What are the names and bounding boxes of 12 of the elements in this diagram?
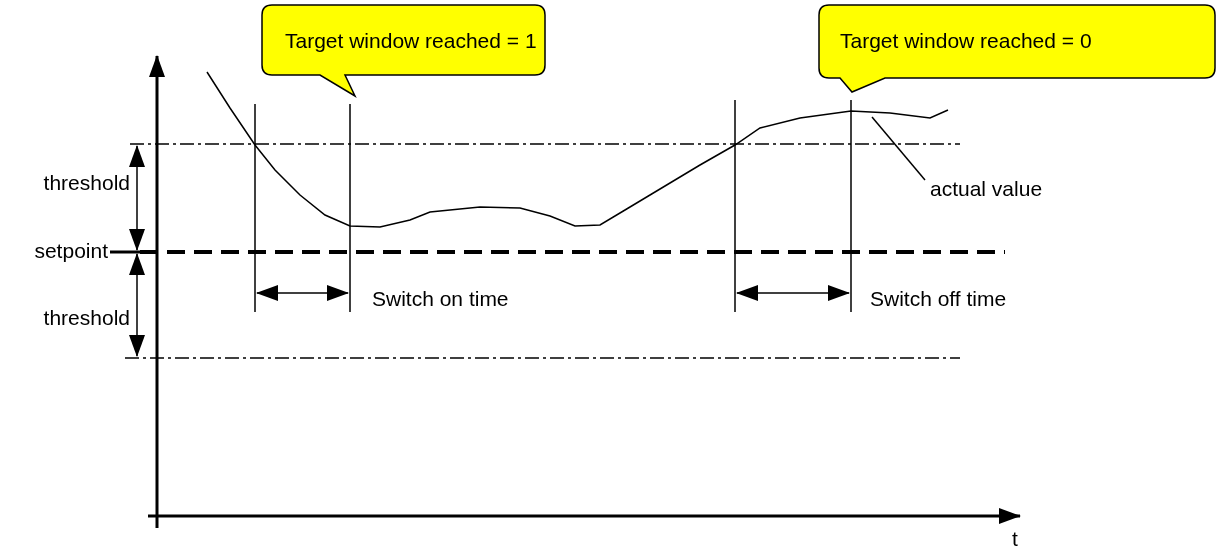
leader-line bbox=[871, 116, 926, 181]
curve-label: actual value bbox=[930, 177, 1043, 200]
callout-bubble bbox=[261, 4, 546, 97]
callout-bubble bbox=[818, 4, 1216, 93]
dimension-label: Switch on time bbox=[372, 288, 509, 309]
dimension-label: threshold bbox=[43, 307, 130, 328]
dimension-label: setpoint bbox=[34, 240, 108, 261]
callout-text: Target window reached = 1 bbox=[285, 30, 537, 51]
dimension-label: Switch off time bbox=[870, 288, 1007, 309]
axis-label: t bbox=[1012, 528, 1018, 549]
dimension-label: threshold bbox=[43, 172, 130, 193]
callout-text: Target window reached = 0 bbox=[840, 30, 1092, 51]
